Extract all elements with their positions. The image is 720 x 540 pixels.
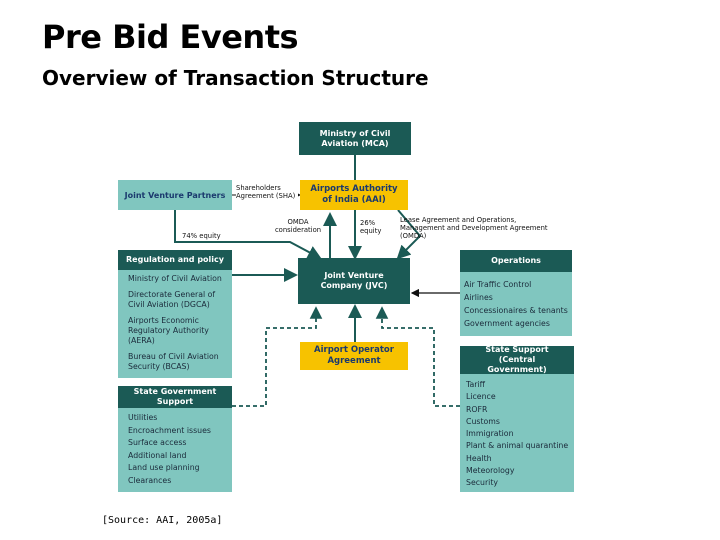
central-dashed-line <box>375 306 460 407</box>
state-gov-item: Surface access <box>128 438 187 447</box>
central-gov-panel: State Support (Central Government) Tarif… <box>460 345 574 492</box>
regulation-item: Ministry of Civil Aviation <box>128 274 222 283</box>
state-gov-item: Utilities <box>128 413 158 422</box>
central-gov-item: Customs <box>466 416 500 426</box>
central-gov-item: ROFR <box>466 404 488 414</box>
operations-item: Concessionaires & tenants <box>464 306 568 315</box>
equity74-line <box>174 210 322 259</box>
state-gov-list: Utilities Encroachment issues Surface ac… <box>118 412 232 487</box>
lease-label: Lease Agreement and Operations, Manageme… <box>400 216 548 240</box>
page-subtitle: Overview of Transaction Structure <box>42 66 429 90</box>
central-gov-item: Meteorology <box>466 466 515 476</box>
regulation-item: Airports Economic Regulatory Authority (… <box>128 316 209 345</box>
aai-box: Airports Authority of India (AAI) <box>300 180 408 210</box>
central-gov-item: Health <box>466 453 492 463</box>
regulation-header: Regulation and policy <box>118 250 232 270</box>
jv-partners-box: Joint Venture Partners <box>118 180 232 210</box>
central-gov-item: Security <box>466 478 499 488</box>
state-gov-item: Additional land <box>128 450 187 460</box>
central-gov-item: Plant & animal quarantine <box>466 441 569 451</box>
lease-line <box>396 209 422 260</box>
mca-box: Ministry of Civil Aviation (MCA) <box>299 122 411 155</box>
central-gov-header: State Support (Central Government) <box>460 345 574 374</box>
state-gov-item: Clearances <box>128 475 172 485</box>
central-gov-item: Immigration <box>466 429 514 439</box>
operations-item: Airlines <box>464 293 493 302</box>
aai-label: Airports Authority of India (AAI) <box>310 184 398 205</box>
state-dashed-line <box>232 306 323 407</box>
state-gov-header: State Government Support <box>118 386 232 408</box>
sha-label: Shareholders Agreement (SHA) <box>236 184 298 200</box>
page-title: Pre Bid Events <box>42 18 299 56</box>
central-gov-list: Tariff Licence ROFR Customs Immigration … <box>460 379 574 490</box>
jvc-box: Joint Venture Company (JVC) <box>298 258 410 304</box>
aoa-box: Airport Operator Agreement <box>300 342 408 370</box>
jv-partners-label: Joint Venture Partners <box>124 190 226 200</box>
state-gov-item: Land use planning <box>128 463 200 472</box>
regulation-panel: Regulation and policy Ministry of Civil … <box>118 250 232 378</box>
regulation-list: Ministry of Civil Aviation Directorate G… <box>118 274 232 372</box>
source-citation: [Source: AAI, 2005a] <box>102 515 223 526</box>
omda-label: OMDA consideration <box>274 218 322 234</box>
aoa-label: Airport Operator Agreement <box>314 345 394 366</box>
state-gov-item: Encroachment issues <box>128 425 211 435</box>
regulation-item: Directorate General of Civil Aviation (D… <box>128 290 216 309</box>
operations-item: Government agencies <box>464 319 550 328</box>
state-gov-panel: State Government Support Utilities Encro… <box>118 386 232 492</box>
operations-item: Air Traffic Control <box>464 280 532 289</box>
equity74-label: 74% equity <box>182 232 221 240</box>
central-gov-item: Licence <box>466 392 496 402</box>
operations-list: Air Traffic Control Airlines Concessiona… <box>460 278 572 330</box>
mca-label: Ministry of Civil Aviation (MCA) <box>319 128 391 148</box>
regulation-item: Bureau of Civil Aviation Security (BCAS) <box>128 352 219 371</box>
operations-header: Operations <box>460 250 572 272</box>
operations-panel: Operations Air Traffic Control Airlines … <box>460 250 572 336</box>
equity26-label: 26% equity <box>360 219 382 235</box>
jvc-label: Joint Venture Company (JVC) <box>320 271 388 290</box>
central-gov-item: Tariff <box>466 380 485 389</box>
